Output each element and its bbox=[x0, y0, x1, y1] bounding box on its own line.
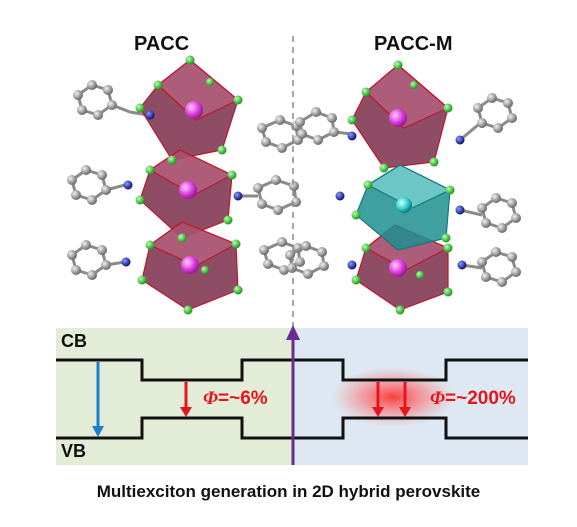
nitrogen-atoms-left bbox=[121, 110, 243, 267]
blue-arrowhead bbox=[92, 426, 104, 437]
yield-left-value: =~6% bbox=[218, 388, 268, 409]
label-cb: CB bbox=[61, 331, 87, 351]
dopant-atom bbox=[396, 197, 412, 213]
phi-symbol-right: Φ bbox=[430, 388, 445, 409]
band-panel-left bbox=[56, 328, 293, 465]
yield-right-value: =~200% bbox=[445, 388, 516, 409]
red-arrowhead-left bbox=[180, 407, 192, 417]
nitrogen-atoms-right bbox=[335, 131, 467, 270]
title-pacc-m: PACC-M bbox=[374, 33, 453, 55]
title-pacc: PACC bbox=[134, 33, 190, 55]
carbon-atoms-right bbox=[285, 93, 521, 287]
red-arrowhead-right-1 bbox=[372, 407, 384, 417]
yield-left: Φ=~6% bbox=[203, 388, 268, 410]
phi-symbol-left: Φ bbox=[203, 388, 218, 409]
metal-atoms-right bbox=[389, 109, 407, 277]
multiexciton-glow bbox=[331, 367, 455, 427]
red-arrowhead-right-2 bbox=[399, 407, 411, 417]
halide-atoms-left bbox=[135, 55, 243, 315]
halide-atoms-right bbox=[347, 60, 455, 315]
label-vb: VB bbox=[61, 441, 87, 461]
structure-left bbox=[67, 55, 305, 315]
figure-caption: Multiexciton generation in 2D hybrid per… bbox=[96, 482, 481, 501]
purple-arrowhead bbox=[286, 325, 300, 340]
structure-right bbox=[285, 60, 521, 315]
metal-atoms-left bbox=[179, 101, 203, 274]
yield-right: Φ=~200% bbox=[430, 388, 516, 410]
